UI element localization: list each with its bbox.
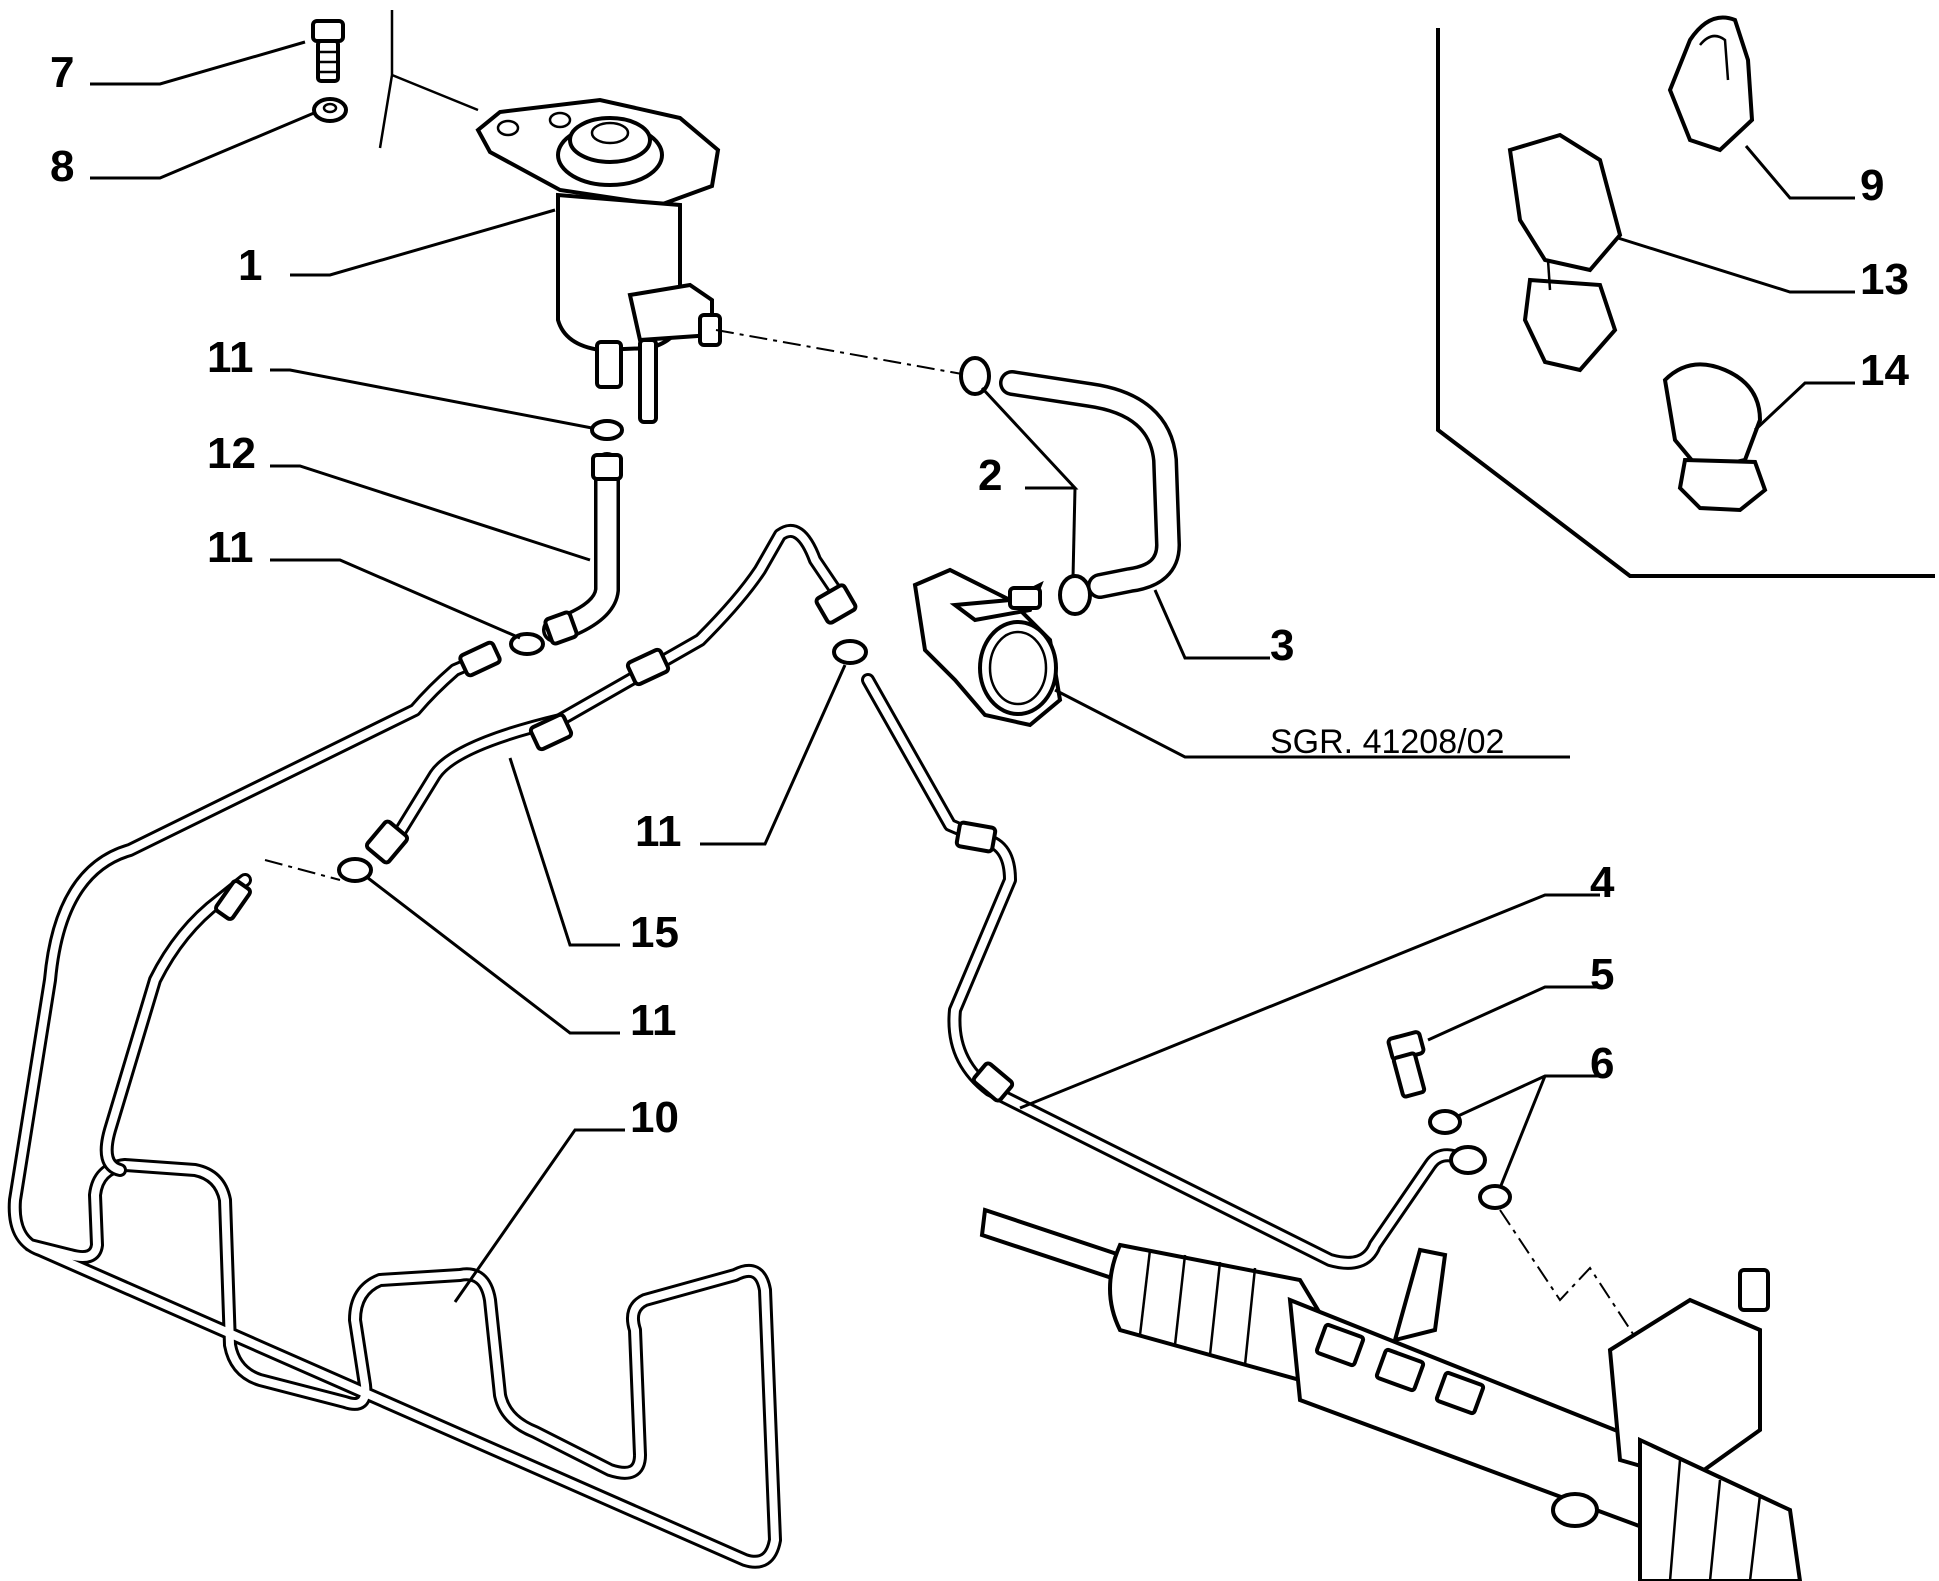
connection-dash-3: [1499, 1209, 1651, 1361]
label-part-7: 7: [50, 48, 74, 97]
mount-line: [378, 10, 394, 149]
inset-frame: [1436, 28, 1935, 578]
steering-rack: [979, 1207, 1803, 1581]
label-part-4: 4: [1590, 858, 1615, 907]
clip-part-14: [1662, 362, 1768, 513]
hose-clamp-part-11-c: [832, 639, 868, 665]
valve-body-sgr: [912, 567, 1063, 728]
label-part-5: 5: [1590, 950, 1614, 999]
connection-dash-1: [715, 329, 963, 375]
label-part-12: 12: [207, 429, 256, 478]
connection-dash-2: [264, 859, 341, 881]
label-part-10: 10: [630, 1093, 679, 1142]
washer-part-6-upper: [1428, 1109, 1462, 1135]
leader-lines: [90, 40, 1855, 1303]
short-hose-part-12: [542, 452, 623, 646]
label-part-9: 9: [1860, 161, 1884, 210]
bolt-part-5: [1386, 1030, 1427, 1099]
mount-leader: [391, 73, 479, 112]
label-part-2: 2: [978, 451, 1002, 500]
label-part-13: 13: [1860, 255, 1909, 304]
hose-clamp-part-2-upper: [959, 356, 991, 396]
return-pipe-part-4: [861, 673, 1487, 1270]
pressure-pipe-part-10: [7, 640, 782, 1569]
bolt-part-7: [311, 19, 345, 83]
label-part-11-a: 11: [207, 333, 254, 382]
washer-part-6-lower: [1478, 1184, 1512, 1210]
hose-clamp-part-11-d: [337, 857, 373, 883]
hose-clamp-part-2-lower: [1058, 574, 1092, 616]
label-part-6: 6: [1590, 1039, 1614, 1088]
label-part-11-b: 11: [207, 523, 254, 572]
label-part-1: 1: [238, 241, 262, 290]
label-sgr-reference: SGR. 41208/02: [1270, 723, 1504, 761]
label-part-11-d: 11: [630, 996, 677, 1045]
label-part-14: 14: [1860, 346, 1909, 395]
reservoir-part-1: [475, 97, 722, 424]
hose-part-15: [364, 523, 858, 865]
hose-clamp-part-11-a: [590, 419, 624, 441]
label-part-11-c: 11: [635, 807, 682, 856]
clip-part-9: [1667, 15, 1755, 153]
label-part-3: 3: [1270, 621, 1294, 670]
return-hose-part-3: [999, 370, 1181, 599]
clip-part-13: [1507, 132, 1623, 373]
label-part-15: 15: [630, 908, 679, 957]
washer-part-8: [312, 97, 348, 123]
label-part-8: 8: [50, 142, 74, 191]
